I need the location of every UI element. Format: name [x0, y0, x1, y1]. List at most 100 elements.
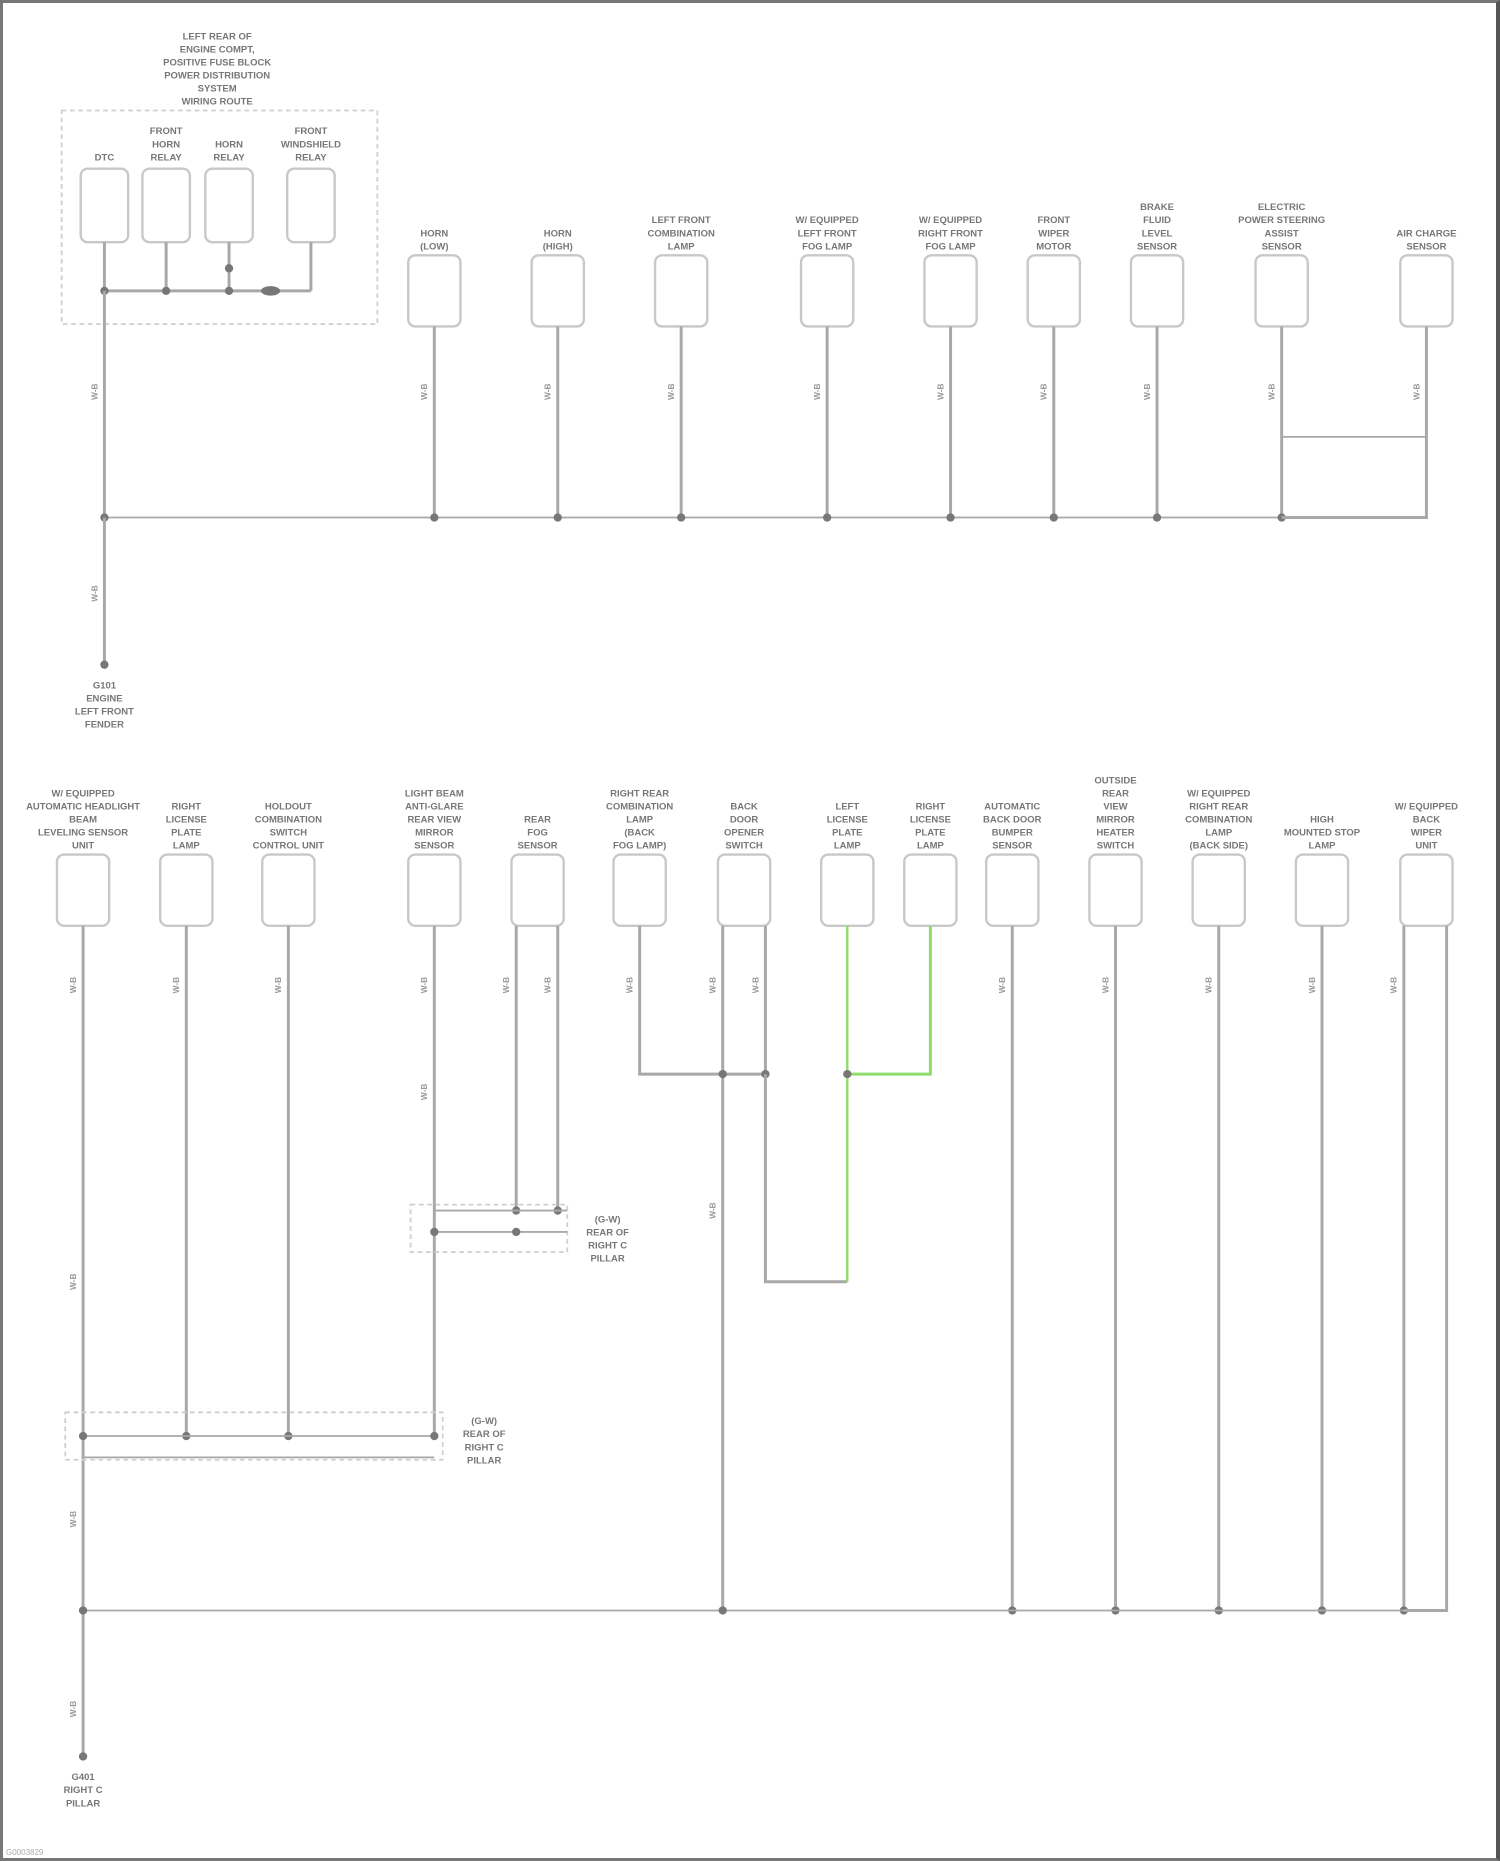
component-label: LIGHT BEAM — [405, 788, 464, 799]
wire-color-label: W-B — [708, 1202, 718, 1218]
junction-dot — [430, 1432, 438, 1440]
component-label: CONTROL UNIT — [253, 841, 325, 852]
ground-label: PILLAR — [66, 1798, 100, 1809]
wire-color-label: W-B — [1039, 384, 1049, 400]
wire-color-label: W-B — [68, 1701, 78, 1717]
component-label: SENSOR — [1137, 241, 1177, 252]
component-label: OUTSIDE — [1094, 775, 1136, 786]
ground-label: RIGHT C — [64, 1785, 103, 1796]
component-label: LAMP — [668, 241, 695, 252]
component-label: PLATE — [832, 828, 862, 839]
wire-color-label: W-B — [1411, 384, 1421, 400]
component-label: ASSIST — [1265, 228, 1299, 239]
wire-color-label: W-B — [171, 977, 181, 993]
component-connector — [614, 855, 666, 926]
component-label: ANTI-GLARE — [405, 801, 463, 812]
splice-label: RIGHT C — [588, 1241, 627, 1252]
junction-dot — [1153, 513, 1161, 521]
wire-color-label: W-B — [625, 977, 635, 993]
component-label: HORN — [544, 228, 572, 239]
relay-label: RELAY — [213, 152, 245, 163]
component-label: LAMP — [917, 841, 944, 852]
component-connector — [1400, 855, 1452, 926]
component-connector — [57, 855, 109, 926]
relay-connector — [205, 169, 252, 243]
junction-dot — [946, 513, 954, 521]
component-connector — [801, 255, 853, 326]
component-connector — [1400, 255, 1452, 326]
wire-color-label: W-B — [273, 977, 283, 993]
splice-label: PILLAR — [467, 1455, 501, 1466]
component-label: DOOR — [730, 815, 759, 826]
wire-color-label: W-B — [1142, 384, 1152, 400]
component-label: FOG LAMP) — [613, 841, 666, 852]
component-label: (BACK SIDE) — [1190, 841, 1249, 852]
component-label: COMBINATION — [1185, 815, 1252, 826]
component-label: W/ EQUIPPED — [919, 215, 982, 226]
component-label: RIGHT — [172, 801, 202, 812]
ground-label: FENDER — [85, 720, 124, 731]
component-label: LAMP — [1309, 841, 1336, 852]
component-label: (BACK — [624, 828, 655, 839]
wire-color-label: W-B — [89, 384, 99, 400]
component-label: REAR — [524, 815, 551, 826]
component-connector — [511, 855, 563, 926]
ground-label: G401 — [71, 1772, 95, 1783]
component-label: MIRROR — [415, 828, 454, 839]
component-label: RIGHT REAR — [610, 788, 669, 799]
splice-label: (G-W) — [595, 1214, 621, 1225]
relay-connector — [81, 169, 128, 243]
component-label: BACK — [1413, 815, 1441, 826]
wire-color-label: W-B — [708, 977, 718, 993]
relay-label: WINDSHIELD — [281, 139, 341, 150]
component-label: FOG — [527, 828, 548, 839]
component-label: W/ EQUIPPED — [1395, 801, 1458, 812]
component-label: WIPER — [1411, 828, 1442, 839]
junction-dot — [677, 513, 685, 521]
wire-color-label: W-B — [1267, 384, 1277, 400]
wire-color-label: W-B — [1100, 977, 1110, 993]
component-label: LICENSE — [910, 815, 951, 826]
component-label: AUTOMATIC — [984, 801, 1040, 812]
junction-dot — [225, 287, 233, 295]
component-label: UNIT — [1415, 841, 1437, 852]
relay-label: FRONT — [295, 126, 328, 137]
wire — [1282, 326, 1427, 517]
wire-color-label: W-B — [1204, 977, 1214, 993]
diagram-id: G0003829 — [6, 1848, 43, 1857]
junction-dot — [512, 1228, 520, 1236]
module-label: LEFT REAR OF — [183, 31, 252, 42]
component-label: PLATE — [171, 828, 201, 839]
component-label: BACK DOOR — [983, 815, 1042, 826]
component-label: SENSOR — [518, 841, 558, 852]
ground-label: LEFT FRONT — [75, 707, 134, 718]
relay-connector — [142, 169, 189, 243]
component-label: RIGHT — [916, 801, 946, 812]
component-label: REAR — [1102, 788, 1129, 799]
component-label: HORN — [420, 228, 448, 239]
junction-dot — [719, 1606, 727, 1614]
module-label: SYSTEM — [198, 83, 237, 94]
relay-label: HORN — [152, 139, 180, 150]
component-connector — [718, 855, 770, 926]
component-label: LAMP — [1205, 828, 1232, 839]
component-label: SENSOR — [1406, 241, 1446, 252]
component-label: AUTOMATIC HEADLIGHT — [26, 801, 140, 812]
wire-color-label: W-B — [501, 977, 511, 993]
junction-dot — [823, 513, 831, 521]
wire-color-label: W-B — [543, 384, 553, 400]
component-label: BUMPER — [992, 828, 1033, 839]
component-label: FOG LAMP — [802, 241, 852, 252]
junction-dot — [430, 513, 438, 521]
component-label: FRONT — [1037, 215, 1070, 226]
wire-color-label: W-B — [666, 384, 676, 400]
ground-point — [100, 661, 108, 669]
relay-label: FRONT — [150, 126, 183, 137]
component-label: COMBINATION — [648, 228, 715, 239]
component-label: (HIGH) — [543, 241, 573, 252]
junction-dot — [79, 1606, 87, 1614]
component-label: SWITCH — [725, 841, 763, 852]
junction-dot — [79, 1432, 87, 1440]
wire-color-label: W-B — [89, 585, 99, 601]
